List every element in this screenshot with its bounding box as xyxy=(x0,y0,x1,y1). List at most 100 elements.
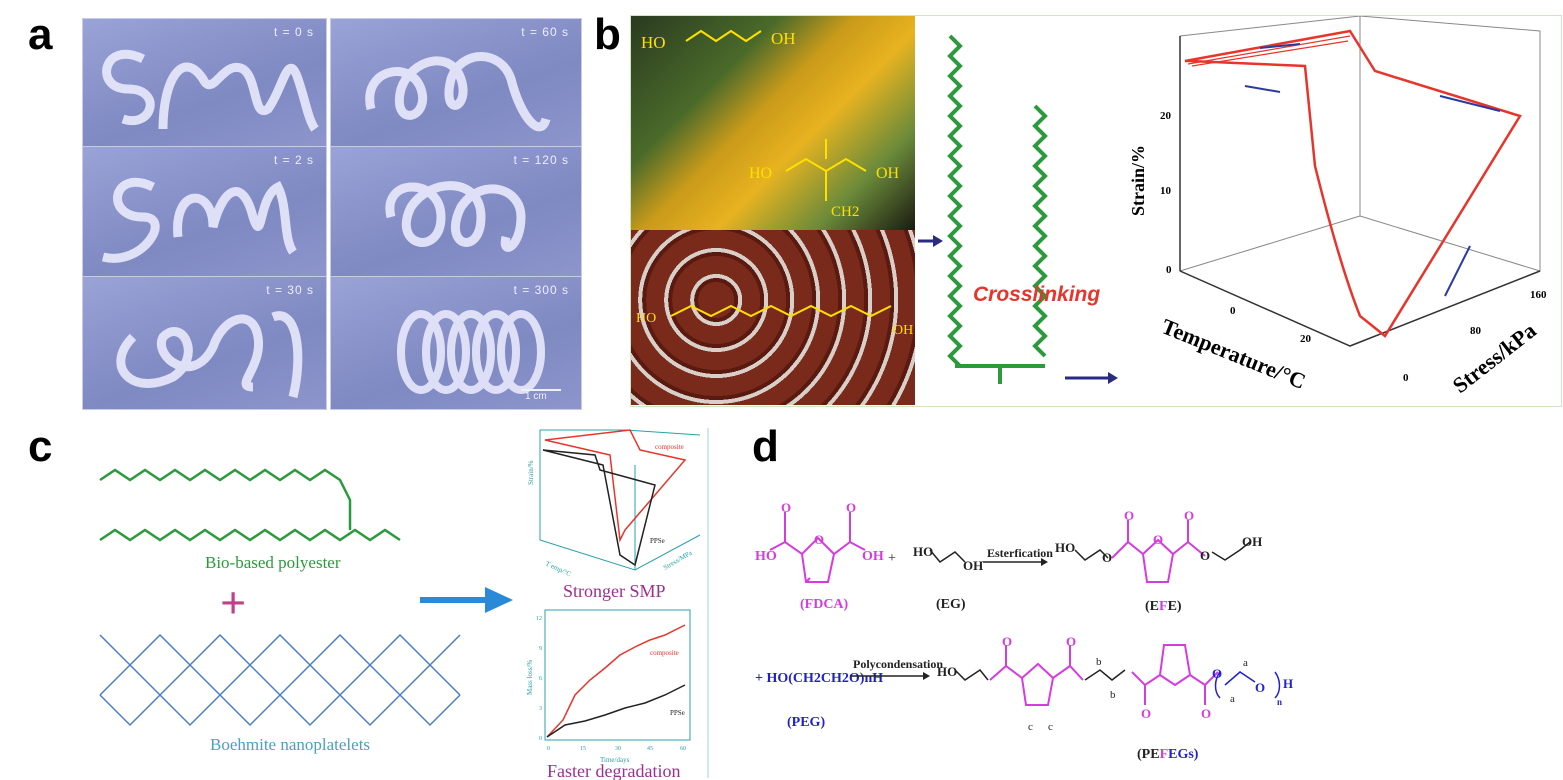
time-label: t = 300 s xyxy=(513,283,569,297)
ribbon-image xyxy=(385,181,526,252)
proton-label-c: c xyxy=(1028,721,1033,733)
eg-ho: HO xyxy=(913,544,933,559)
monomer-structures: HO OH HO OH CH2 HO OH xyxy=(636,29,913,338)
photo-t30: t = 30 s xyxy=(82,276,327,410)
hydroxyl-label: OH xyxy=(771,29,796,48)
x-axis-label: Temperature/°C xyxy=(1158,313,1309,394)
panel-d-reaction-scheme: HO OH O O O (FDCA) + HO OH (EG) Esterfic… xyxy=(755,500,1293,762)
pefegs-o: O xyxy=(1066,634,1076,649)
panel-a-label: a xyxy=(28,10,53,59)
time-label: t = 2 s xyxy=(273,153,314,167)
chart-title: Stronger SMP xyxy=(563,581,666,601)
legend-ppse: PPSe xyxy=(650,537,665,545)
y-axis-label: Mass loss/% xyxy=(526,660,534,695)
efe-ester-o: O xyxy=(1200,548,1210,563)
y-tick: 20 xyxy=(1160,110,1172,122)
ribbon-image xyxy=(365,52,551,132)
legend-composite: composite xyxy=(650,649,679,657)
z-tick: 80 xyxy=(1470,325,1482,337)
efe-ring-o: O xyxy=(1153,532,1163,547)
legend-composite: composite xyxy=(655,443,684,451)
peg-formula: + HO(CH2CH2O)nH xyxy=(755,671,883,686)
time-label: t = 0 s xyxy=(273,25,314,39)
x-axis-label: Time/days xyxy=(600,756,630,764)
peg-label: (PEG) xyxy=(787,715,825,730)
y-tick: 6 xyxy=(539,676,542,682)
proton-label-b: b xyxy=(1110,689,1116,701)
proton-label-c: c xyxy=(1048,721,1053,733)
pefegs-h: H xyxy=(1283,676,1293,691)
pefegs-label: (PEFEGs) xyxy=(1137,747,1199,762)
crosslinking-label: Crosslinking xyxy=(973,283,1100,306)
hydroxyl-label: HO xyxy=(749,165,772,182)
corn-photo xyxy=(631,16,915,230)
esterification-label: Esterfication xyxy=(987,546,1053,560)
photo-t0: t = 0 s xyxy=(82,18,327,148)
x-tick: 30 xyxy=(615,746,621,752)
eg-oh: OH xyxy=(963,558,983,573)
y-tick: 12 xyxy=(536,616,542,622)
panel-c-charts: composite PPSe Strain/% T emp/°C Stress/… xyxy=(526,429,701,780)
y-tick: 0 xyxy=(1166,264,1172,276)
fdca-o: O xyxy=(846,500,856,515)
panel-d-label: d xyxy=(752,422,779,471)
polyester-label: Bio-based polyester xyxy=(205,553,341,572)
proton-label-a: a xyxy=(1243,657,1248,669)
pefegs-o: O xyxy=(1212,666,1222,681)
ribbon-image xyxy=(101,177,297,263)
time-label: t = 30 s xyxy=(266,283,314,297)
chart-title: Faster degradation xyxy=(547,761,680,780)
efe-o: O xyxy=(1124,508,1134,523)
y-axis-label: Strain/% xyxy=(527,460,535,485)
hydroxyl-label: HO xyxy=(641,33,666,52)
z-tick: 160 xyxy=(1530,289,1547,301)
y-tick: 10 xyxy=(1160,185,1172,197)
y-tick: 9 xyxy=(539,646,542,652)
legend-ppse: PPSe xyxy=(670,709,685,717)
proton-label-a: a xyxy=(1230,693,1235,705)
eg-label: (EG) xyxy=(936,597,966,612)
x-tick: 60 xyxy=(680,746,686,752)
panel-c-divider xyxy=(707,428,709,778)
arrow-icon xyxy=(420,587,513,613)
hydroxyl-label: OH xyxy=(893,323,913,338)
beans-photo xyxy=(631,230,915,405)
pefegs-n: n xyxy=(1277,697,1282,707)
pefegs-o: O xyxy=(1201,706,1211,721)
photo-t60: t = 60 s xyxy=(330,18,582,148)
z-tick: 0 xyxy=(1403,372,1409,384)
efe-ho: HO xyxy=(1055,540,1075,555)
z-axis-label: Stress/kPa xyxy=(1448,318,1541,398)
fdca-ho: HO xyxy=(755,549,777,564)
ribbon-image xyxy=(116,311,303,399)
fdca-o: O xyxy=(781,500,791,515)
fdca-label: (FDCA) xyxy=(800,597,849,612)
y-tick: 0 xyxy=(539,736,542,742)
fdca-ring-o: O xyxy=(814,532,824,547)
photo-t300: t = 300 s 1 cm xyxy=(330,276,582,410)
methylene-label: CH2 xyxy=(831,204,859,220)
plus-sign: + xyxy=(220,577,246,628)
x-tick: 45 xyxy=(647,746,653,752)
strain-stress-temperature-chart: Strain/% 0 10 20 0 20 Temperature/°C 0 8… xyxy=(1128,16,1547,398)
ribbon-image xyxy=(102,49,319,132)
fdca-oh: OH xyxy=(862,549,884,564)
x-tick: 0 xyxy=(547,746,550,752)
polycondensation-label: Polycondensation xyxy=(853,657,943,671)
efe-oh: OH xyxy=(1242,534,1262,549)
x-tick: 15 xyxy=(580,746,586,752)
panel-b-label: b xyxy=(594,10,621,59)
time-label: t = 120 s xyxy=(513,153,569,167)
x-tick: 20 xyxy=(1300,333,1312,345)
z-axis-label: Stress/MPa xyxy=(662,548,694,571)
polyester-chain: Crosslinking xyxy=(918,34,1118,384)
y-axis-label: Strain/% xyxy=(1128,145,1148,216)
time-label: t = 60 s xyxy=(521,25,569,39)
scale-bar-label: 1 cm xyxy=(525,391,547,402)
pefegs-o: O xyxy=(1141,706,1151,721)
y-tick: 3 xyxy=(539,706,542,712)
pefegs-ho: HO xyxy=(937,664,957,679)
panel-c-label: c xyxy=(28,422,53,471)
photo-t2: t = 2 s xyxy=(82,146,327,278)
efe-label: (EFE) xyxy=(1145,599,1182,614)
